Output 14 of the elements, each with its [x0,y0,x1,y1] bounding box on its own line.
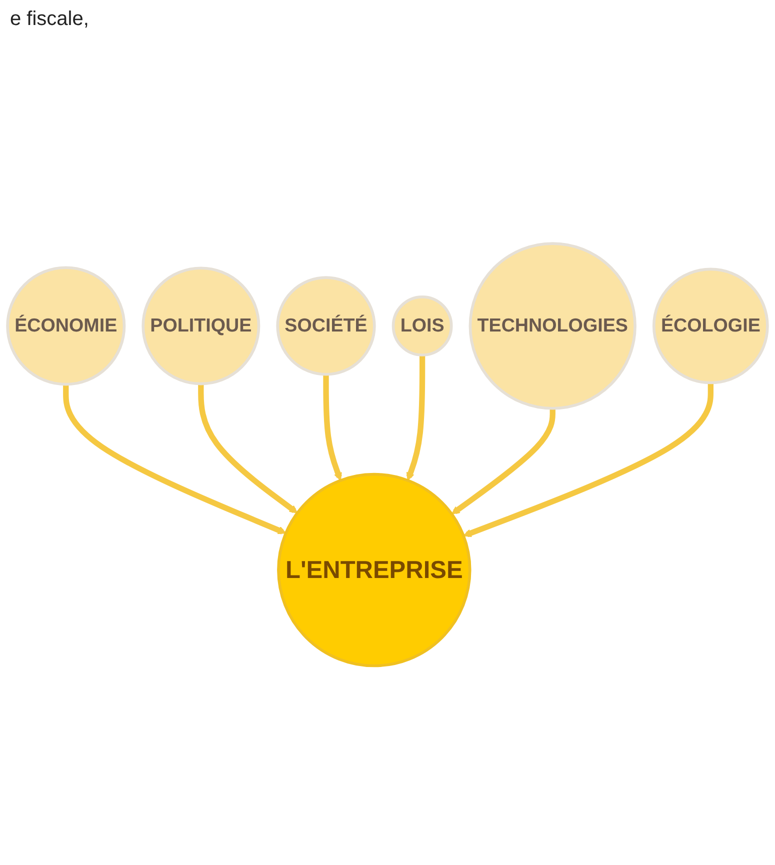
arrow [323,374,342,482]
node-circle: LOIS [392,296,453,357]
arrow [451,408,556,515]
node-circle: SOCIÉTÉ [276,276,376,376]
node-circle: ÉCONOMIE [6,266,126,386]
node-circle: L'ENTREPRISE [277,473,472,668]
arrow [463,383,714,538]
node-circle: POLITIQUE [142,267,260,386]
arrow [63,384,286,535]
arrow [198,384,298,514]
node-circle: ÉCOLOGIE [652,268,769,385]
arrow [406,355,426,482]
note-text: e fiscale, [10,8,89,31]
node-circle: TECHNOLOGIES [468,242,636,410]
